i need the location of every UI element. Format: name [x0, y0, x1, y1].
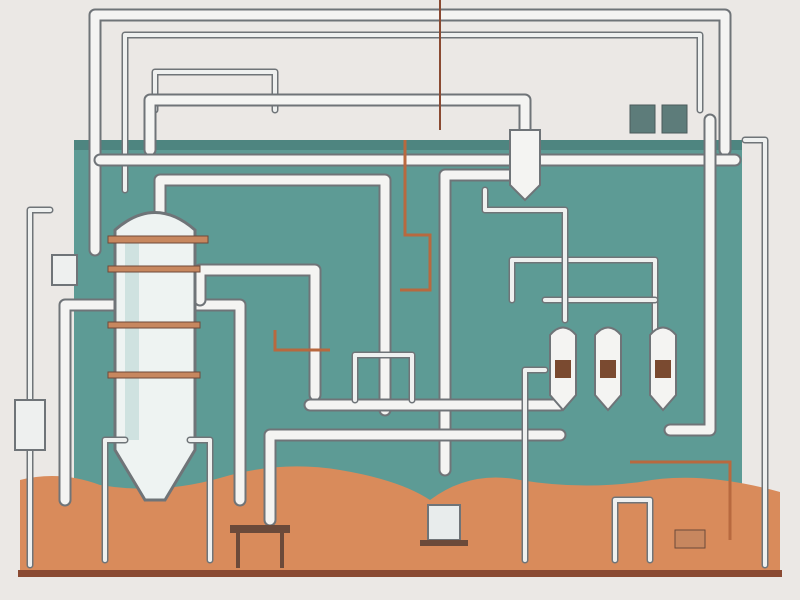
roof-unit-2	[661, 104, 688, 134]
roof-unit-1	[629, 104, 656, 134]
tank-rim	[74, 140, 742, 150]
vessel-3	[649, 326, 677, 412]
top-pipes	[88, 0, 742, 257]
distillation-column	[101, 211, 290, 568]
pump	[420, 504, 468, 546]
base-line	[18, 570, 782, 577]
valve-box	[674, 529, 706, 549]
control-box	[14, 399, 46, 451]
vessel-2	[594, 326, 622, 412]
top-vessel	[509, 129, 541, 202]
gauge-box	[51, 254, 78, 286]
vessel-1	[549, 326, 577, 412]
small-vessels	[509, 129, 677, 412]
